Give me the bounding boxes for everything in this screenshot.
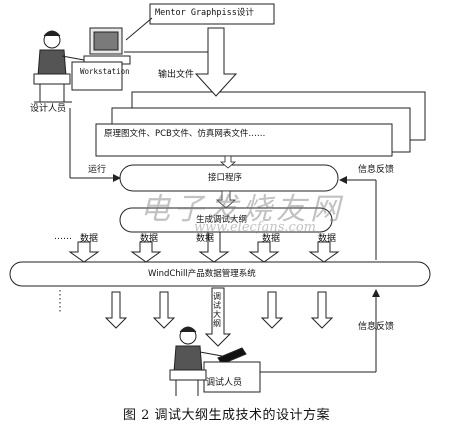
output-arrows: [104, 291, 334, 329]
files-to-interface-arrow: [219, 155, 237, 169]
output-file-label: 输出文件: [158, 70, 195, 80]
output-file-arrow: [194, 27, 238, 97]
watermark-cn: 电子发烧友网: [140, 192, 344, 227]
data-label-1: 数据: [80, 234, 99, 244]
tester-label: 调试人员: [206, 378, 243, 388]
data-arrows: [68, 231, 340, 263]
mentor-box: [149, 3, 275, 25]
interface-program-label: 接口程序: [208, 173, 243, 183]
mentor-link-line: [125, 17, 153, 41]
generate-outline-label: 生成调试大纲: [196, 215, 248, 225]
debug-outline-label: 调试大纲: [213, 292, 221, 328]
feedback-top-label: 信息反馈: [358, 165, 395, 175]
mentor-label: Mentor Graphpiss设计: [155, 8, 254, 18]
output-file-stack: [95, 91, 426, 157]
dots-left-label: ……: [54, 232, 72, 242]
watermark-en: www.elecfans.com: [194, 220, 316, 235]
data-label-5: 数据: [318, 234, 337, 244]
windchill-box: [9, 261, 431, 287]
files-label: 原理图文件、PCB文件、仿真网表文件……: [104, 129, 266, 139]
person-at-computer-icon: [33, 27, 131, 103]
figure-caption: 图 2 调试大纲生成技术的设计方案: [122, 408, 331, 423]
feedback-bottom-label: 信息反馈: [358, 322, 395, 332]
designer-label: 设计人员: [30, 104, 67, 114]
data-label-4: 数据: [262, 234, 281, 244]
debug-outline-arrow: [204, 287, 232, 347]
windchill-label: WindChill产品数据管理系统: [148, 269, 256, 279]
data-label-3: 数据: [196, 234, 215, 244]
person-at-laptop-icon: [169, 326, 261, 396]
workstation-label: Workstation: [80, 67, 130, 76]
interface-to-generate-arrow: [215, 190, 237, 209]
run-label: 运行: [88, 165, 107, 175]
data-label-2: 数据: [140, 234, 159, 244]
